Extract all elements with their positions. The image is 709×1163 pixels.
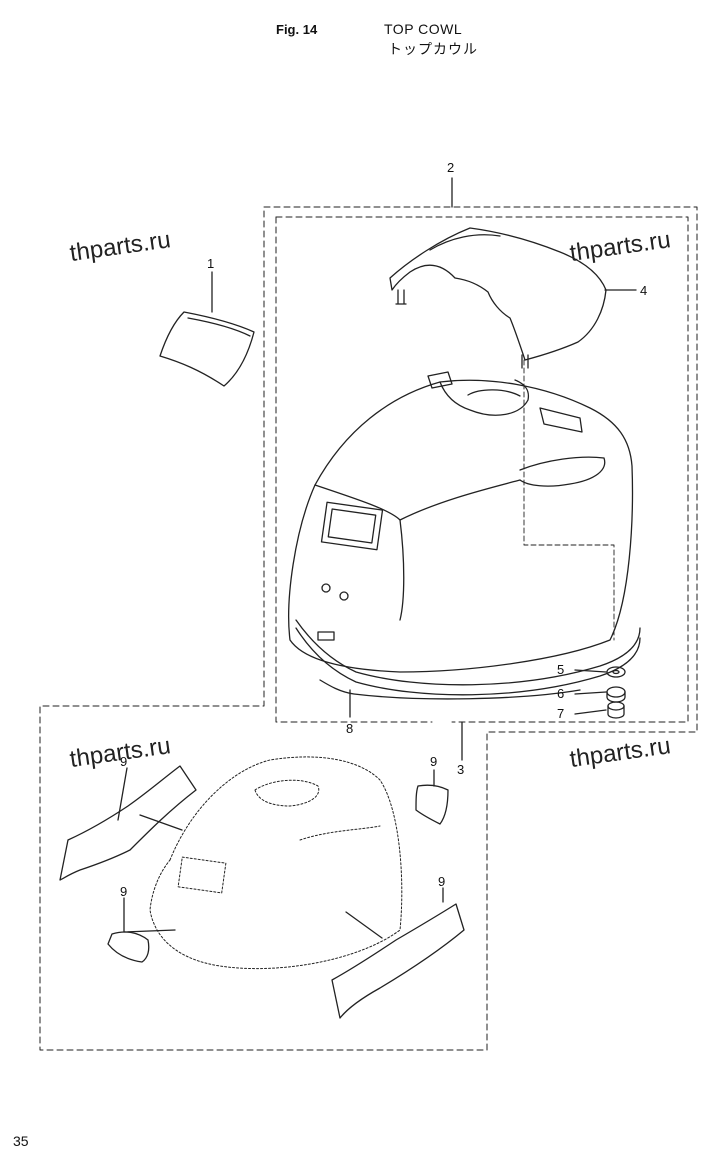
page-title-japanese: トップカウル	[388, 41, 478, 57]
leader-6	[574, 691, 607, 695]
part-7-collar	[607, 701, 625, 719]
figure-number: Fig. 14	[276, 22, 318, 37]
callout-6: 6	[557, 686, 564, 701]
part-9-decal-small-right	[415, 784, 449, 825]
part-9-decal-right	[331, 903, 465, 1019]
callout-9-bottom-left: 9	[120, 884, 127, 899]
callout-8: 8	[346, 721, 353, 736]
callout-7: 7	[557, 706, 564, 721]
leader-9c	[123, 897, 176, 933]
page-number: 35	[13, 1133, 29, 1149]
leader-7	[574, 709, 607, 715]
page-title: TOP COWL	[384, 21, 463, 37]
leader-9d	[345, 887, 444, 939]
callout-5: 5	[557, 662, 564, 677]
callout-3: 3	[457, 762, 464, 777]
leader-9a	[117, 767, 183, 831]
part-5-grommet	[606, 666, 626, 678]
part-6-grommet	[606, 686, 626, 703]
part-4-cover	[389, 227, 607, 369]
assembly-3-outline-left	[275, 216, 433, 723]
part-3-top-cowl	[288, 371, 634, 673]
assembly-2-outline	[39, 206, 698, 1051]
callout-9-top-right: 9	[430, 754, 437, 769]
assembly-3-outline	[275, 216, 689, 723]
ghost-top-cowl	[149, 756, 403, 970]
callout-4: 4	[640, 283, 647, 298]
callout-1: 1	[207, 256, 214, 271]
alignment-line	[523, 359, 615, 641]
part-9-decal-small-left	[107, 931, 150, 963]
part-1-pad	[159, 311, 255, 387]
leader-5	[574, 669, 607, 673]
callout-2: 2	[447, 160, 454, 175]
part-8-seal	[295, 619, 641, 700]
callout-9-bottom-right: 9	[438, 874, 445, 889]
part-9-decal-left	[59, 765, 197, 881]
callout-9-top-left: 9	[120, 754, 127, 769]
